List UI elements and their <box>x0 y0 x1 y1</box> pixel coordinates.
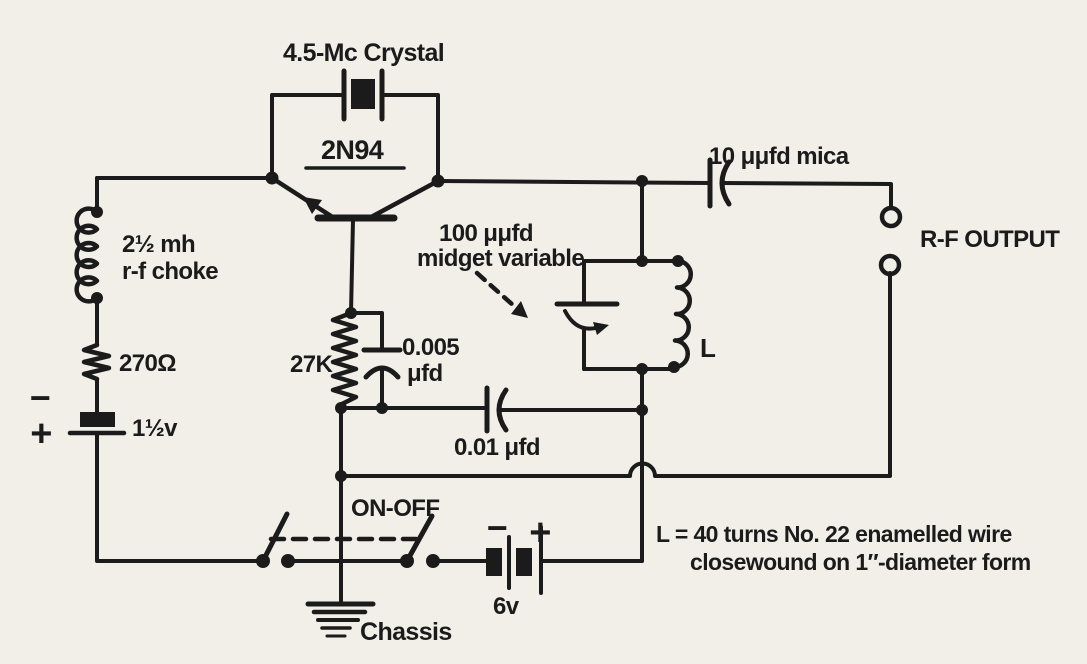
transistor-emitter-arrow <box>303 197 322 214</box>
switch-contact-dot <box>281 554 295 568</box>
varcap-label-arrow <box>474 270 528 318</box>
choke-label-line1: 2½ mh <box>122 231 195 258</box>
battery-6v-symbol <box>486 525 543 595</box>
coil-label: L <box>700 333 716 363</box>
capacitor-10-mica-symbol <box>707 157 732 209</box>
transistor-label: 2N94 <box>321 135 384 165</box>
battery2-plus-sign: + <box>529 512 551 554</box>
coil-note-line2: closewound on 1″-diameter form <box>690 549 1031 575</box>
cap-005-value-label: 0.005 <box>402 334 459 361</box>
on-off-switch-symbol <box>260 511 435 564</box>
battery1-negative-plate <box>80 412 115 427</box>
junction-dot <box>335 402 347 414</box>
coil-note-line1: L = 40 turns No. 22 enamelled wire <box>656 521 1012 547</box>
ground-label: Chassis <box>360 618 452 646</box>
resistor-27k-symbol <box>330 310 359 411</box>
junction-dot <box>636 255 648 267</box>
crystal-loop-wire <box>270 93 440 183</box>
capacitor-10-curved-plate <box>719 159 732 207</box>
junction-dot <box>91 206 103 218</box>
battery2-minus-sign: − <box>487 507 507 548</box>
varcap-label-arrow-head <box>511 301 528 318</box>
battery1-label: 1½v <box>132 415 178 442</box>
junction-dot <box>265 171 279 185</box>
junction-dot <box>376 402 388 414</box>
rf-output-terminal-top <box>879 205 903 229</box>
resistor-270-symbol <box>81 342 112 382</box>
wire-cap005-branch <box>349 311 384 410</box>
crystal-label: 4.5-Mc Crystal <box>283 39 444 67</box>
rf-output-terminal-bottom <box>878 253 902 277</box>
rf-output-label: R-F OUTPUT <box>920 226 1060 253</box>
wire-rf-return <box>339 271 892 478</box>
variable-capacitor-symbol <box>554 301 620 335</box>
battery1-minus-sign: − <box>30 377 50 418</box>
wire-base-lead <box>349 218 355 315</box>
varcap-label-arrow-shaft <box>474 270 516 308</box>
chassis-ground-symbol <box>305 601 376 638</box>
junction-dot <box>668 361 680 373</box>
junction-dot <box>335 470 347 482</box>
capacitor-001-curved-plate <box>496 387 509 433</box>
junction-dot <box>431 174 445 188</box>
wire-cap001-rail <box>339 406 644 412</box>
battery2-cell2-negative-plate <box>516 548 532 576</box>
varcap-arrow-head <box>593 322 609 335</box>
crystal-plates <box>341 68 385 122</box>
cap-001-label: 0.01 μfd <box>454 434 540 461</box>
switch-label: ON-OFF <box>351 495 439 522</box>
resistor-270-label: 270Ω <box>119 350 176 377</box>
wires <box>95 176 893 606</box>
varcap-label-line1: 100 μμfd <box>439 220 533 247</box>
wire-left-rail <box>95 176 265 563</box>
switch-contact-dot <box>426 554 440 568</box>
junction-dot <box>636 175 648 187</box>
switch-contact-dot <box>256 554 270 568</box>
junction-dot <box>636 404 648 416</box>
cap-10-mica-label: 10 μμfd mica <box>709 143 850 170</box>
battery-1v5-symbol <box>67 412 127 436</box>
crystal-body <box>351 79 375 109</box>
junction-dots <box>91 171 684 568</box>
battery2-cell1-negative-plate <box>486 548 502 576</box>
resistor-27k-label: 27K <box>290 351 333 378</box>
battery2-label: 6v <box>493 593 520 620</box>
junction-dot <box>636 363 648 375</box>
transistor-emitter-lead <box>269 175 334 219</box>
crystal-symbol <box>270 68 440 183</box>
switch-arm-right <box>404 513 435 564</box>
coil-L-symbol <box>671 258 693 370</box>
junction-dot <box>672 255 684 267</box>
capacitor-001-symbol <box>484 385 509 434</box>
junction-dot <box>345 307 357 319</box>
choke-label-line2: r-f choke <box>122 258 218 285</box>
transistor-symbol <box>269 166 441 222</box>
varcap-arrow-arc <box>563 309 601 331</box>
rf-choke-inductor-symbol <box>74 206 100 304</box>
capacitor-005-symbol <box>361 347 403 380</box>
capacitor-005-curved-plate <box>363 365 401 380</box>
transistor-collector-lead <box>370 178 441 219</box>
varcap-label-line2: midget variable <box>417 245 584 272</box>
wire-collector <box>436 179 893 210</box>
switch-contact-dot <box>400 554 414 568</box>
cap-005-unit-label: μfd <box>407 360 443 387</box>
junction-dot <box>91 292 103 304</box>
battery1-plus-sign: + <box>30 413 52 455</box>
